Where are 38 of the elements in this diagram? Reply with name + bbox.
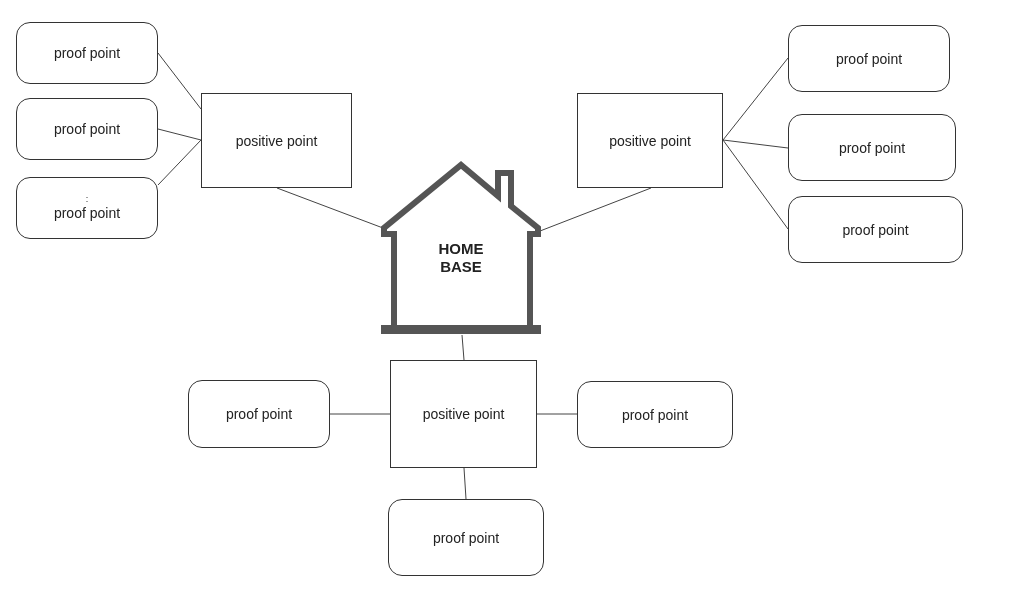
proof-point-box <box>788 25 950 92</box>
node-label: positive point <box>422 405 505 423</box>
node-label: proof point <box>842 220 909 239</box>
connector-line <box>157 139 202 186</box>
proof-point-box <box>388 499 544 576</box>
node-label: proof point <box>53 44 121 62</box>
house-label: HOME BASE <box>437 240 485 276</box>
node-label: proof point <box>432 528 500 547</box>
connector-line <box>276 187 384 229</box>
connector-line <box>536 413 578 415</box>
node-label: : <box>85 194 89 204</box>
connector-line <box>539 187 652 232</box>
proof-point-box <box>16 177 158 239</box>
connector-line <box>463 467 467 500</box>
connector-line <box>157 52 202 110</box>
proof-point-box <box>788 114 956 181</box>
node-label: proof point <box>835 49 903 68</box>
connector-line <box>722 57 789 141</box>
connector-line <box>329 413 391 415</box>
proof-point-box <box>788 196 963 263</box>
node-label: positive point <box>235 131 318 150</box>
positive-point-box <box>390 360 537 468</box>
connector-line <box>461 334 465 361</box>
node-label: proof point <box>225 405 293 423</box>
node-label: proof point <box>53 204 121 222</box>
positive-point-box <box>201 93 352 188</box>
node-label: proof point <box>621 405 689 424</box>
node-label: proof point <box>838 138 906 157</box>
proof-point-box <box>577 381 733 448</box>
proof-point-box <box>16 22 158 84</box>
connector-line <box>722 139 789 149</box>
positive-point-box <box>577 93 723 188</box>
node-label: positive point <box>609 131 691 150</box>
proof-point-box <box>188 380 330 448</box>
connector-line <box>722 139 789 230</box>
connector-line <box>157 128 202 141</box>
proof-point-box <box>16 98 158 160</box>
node-label: proof point <box>53 120 121 138</box>
